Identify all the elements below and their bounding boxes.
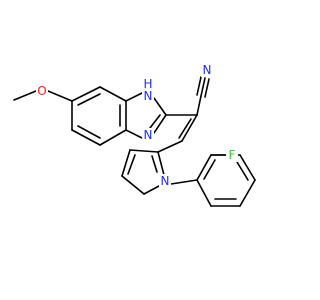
- label-bg-nh: [142, 80, 154, 104]
- nitrile-n-label: N: [203, 63, 212, 77]
- bond-n-phenyl: [170, 179, 198, 185]
- bond-pyrrole-4: [143, 185, 160, 195]
- imidazole-n-label: N: [144, 128, 153, 142]
- bond-alpha-beta-inner: [178, 118, 192, 139]
- bond-pyrrole-5-inner: [151, 155, 158, 173]
- imidazole-nh-label: N: [144, 89, 153, 103]
- bond-nitrile-2: [196, 76, 202, 96]
- bond-oxygen-ring: [47, 90, 73, 102]
- bond-phenyl-4: [239, 179, 256, 207]
- imidazole-nh-hydrogen: H: [143, 77, 152, 91]
- bond-phenyl-6: [196, 179, 212, 207]
- bond-n-ring: [125, 129, 143, 139]
- bond-c2-n: [153, 114, 167, 134]
- label-bg-n: [142, 128, 154, 142]
- bond-methyl-oxygen: [13, 90, 37, 101]
- bond-alpha-beta: [181, 114, 198, 142]
- label-bg-pyrrole-n: [159, 174, 171, 188]
- bond-pyrrole-2: [121, 149, 131, 177]
- bond-benzo-5: [71, 129, 101, 146]
- bond-benzo-1-inner: [77, 93, 101, 106]
- pyrrole-n-label: N: [161, 174, 170, 188]
- bond-benzo-4: [99, 129, 127, 146]
- bond-phenyl-1: [196, 154, 212, 181]
- bond-nitrile-1: [200, 77, 206, 97]
- bond-phenyl-1-inner: [203, 159, 216, 180]
- molecule-diagram: O H N N N N F: [13, 63, 256, 207]
- bond-pyrrole-3: [121, 175, 145, 195]
- bond-benzo-5-inner: [77, 125, 101, 139]
- bond-pyrrole-5: [157, 151, 165, 176]
- bond-benzo-2: [99, 86, 127, 102]
- label-bg-f: [226, 148, 238, 162]
- bond-nh-c2: [153, 97, 167, 116]
- bond-phenyl-3-inner: [236, 161, 249, 181]
- bond-alpha-cn: [196, 95, 202, 116]
- label-bg-nitrile: [201, 63, 213, 77]
- atom-labels-layer: O H N N N N F: [36, 63, 238, 188]
- bond-pyrrole-1: [129, 149, 159, 153]
- bond-benzo-1: [71, 86, 101, 102]
- bond-pyrrole-2-inner: [127, 154, 136, 175]
- bond-beta-pyrrole: [157, 140, 183, 153]
- bond-phenyl-3: [239, 154, 256, 181]
- oxygen-label: O: [37, 84, 46, 98]
- label-bg-o: [36, 84, 48, 98]
- fluorine-label: F: [229, 148, 236, 162]
- bond-nitrile-3: [204, 78, 210, 98]
- bond-ring-nh: [125, 92, 143, 102]
- bonds-layer: [13, 76, 256, 207]
- bond-c2-n-inner: [149, 114, 161, 129]
